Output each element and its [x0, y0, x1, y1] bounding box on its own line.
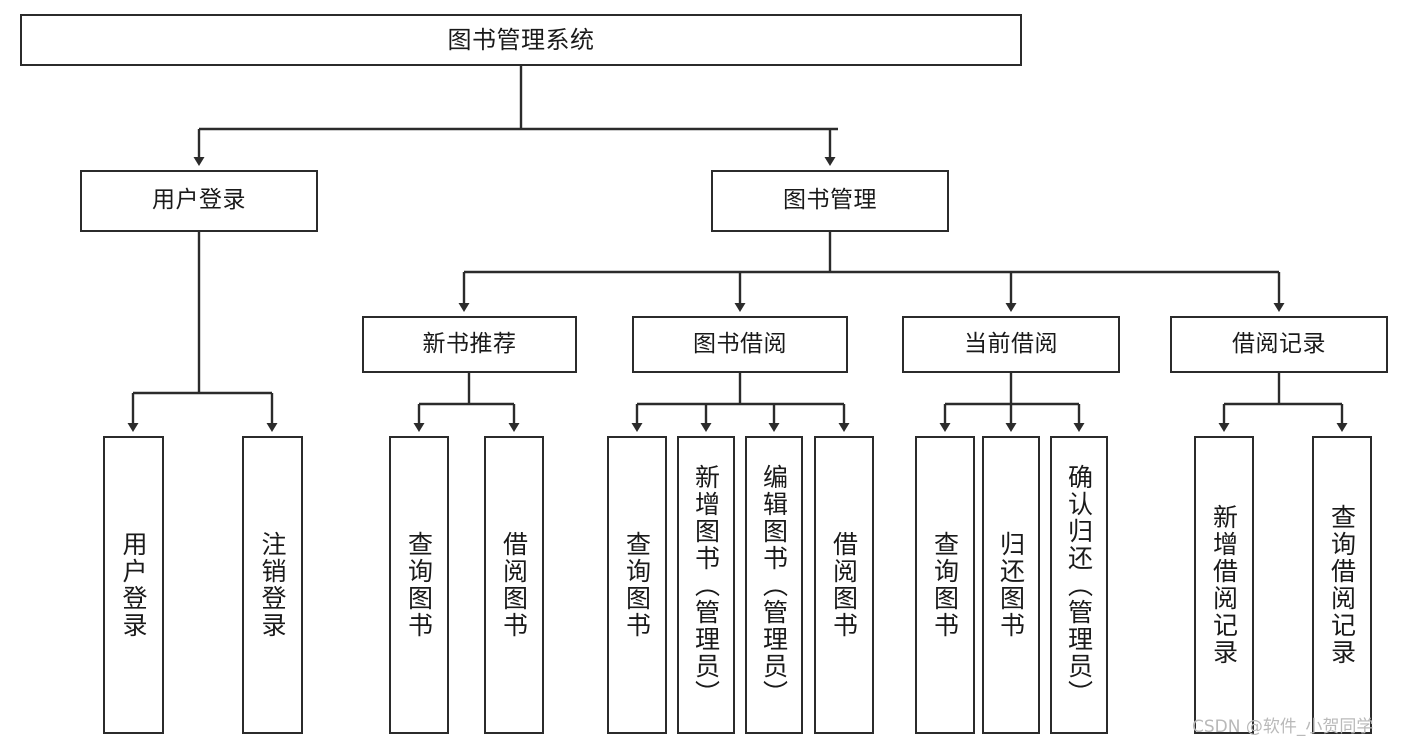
node-label: 新增借阅记录	[1209, 504, 1239, 666]
node-leaf-query-book-2[interactable]: 查询图书	[607, 436, 667, 734]
node-label: 查询图书	[622, 531, 652, 639]
node-label: 归还图书	[996, 531, 1026, 639]
node-new-book-recommend[interactable]: 新书推荐	[362, 316, 577, 373]
node-leaf-borrow-book-2[interactable]: 借阅图书	[814, 436, 874, 734]
node-label: 确认归还（管理员）	[1064, 463, 1094, 707]
node-label: 查询图书	[404, 531, 434, 639]
node-book-management[interactable]: 图书管理	[711, 170, 949, 232]
node-leaf-user-login[interactable]: 用户登录	[103, 436, 164, 734]
node-label: 查询图书	[930, 531, 960, 639]
node-label: 图书管理	[783, 187, 877, 214]
node-label: 借阅记录	[1232, 330, 1326, 357]
node-label: 注销登录	[258, 531, 287, 639]
node-leaf-query-book-1[interactable]: 查询图书	[389, 436, 449, 734]
node-leaf-edit-book[interactable]: 编辑图书（管理员）	[745, 436, 803, 734]
node-label: 编辑图书（管理员）	[759, 463, 789, 707]
node-label: 当前借阅	[964, 330, 1058, 357]
node-book-borrow[interactable]: 图书借阅	[632, 316, 848, 373]
csdn-watermark: CSDN @软件_小贺同学	[1192, 717, 1374, 737]
node-label: 新增图书（管理员）	[691, 463, 721, 707]
node-leaf-borrow-book-1[interactable]: 借阅图书	[484, 436, 544, 734]
node-root-book-management-system[interactable]: 图书管理系统	[20, 14, 1022, 66]
node-label: 查询借阅记录	[1327, 504, 1357, 666]
node-leaf-return-book[interactable]: 归还图书	[982, 436, 1040, 734]
node-label: 用户登录	[152, 187, 246, 214]
node-leaf-query-record[interactable]: 查询借阅记录	[1312, 436, 1372, 734]
node-current-borrow[interactable]: 当前借阅	[902, 316, 1120, 373]
node-label: 新书推荐	[422, 330, 517, 357]
node-label: 用户登录	[119, 531, 148, 639]
node-label: 图书借阅	[693, 330, 787, 357]
node-user-login[interactable]: 用户登录	[80, 170, 318, 232]
node-leaf-query-book-3[interactable]: 查询图书	[915, 436, 975, 734]
node-leaf-logout[interactable]: 注销登录	[242, 436, 303, 734]
node-label: 借阅图书	[829, 531, 859, 639]
node-leaf-add-record[interactable]: 新增借阅记录	[1194, 436, 1254, 734]
node-label: 借阅图书	[499, 531, 529, 639]
node-label: 图书管理系统	[447, 25, 595, 54]
node-leaf-confirm-return[interactable]: 确认归还（管理员）	[1050, 436, 1108, 734]
node-leaf-add-book[interactable]: 新增图书（管理员）	[677, 436, 735, 734]
node-borrow-record[interactable]: 借阅记录	[1170, 316, 1388, 373]
